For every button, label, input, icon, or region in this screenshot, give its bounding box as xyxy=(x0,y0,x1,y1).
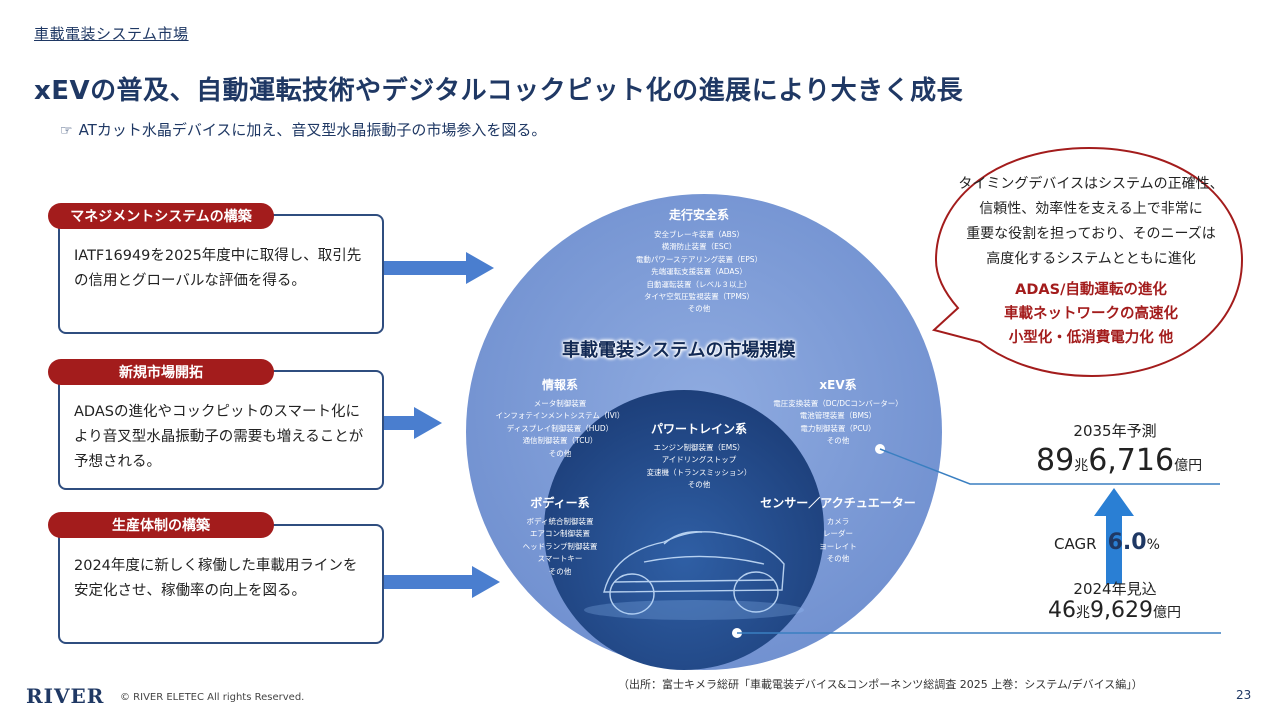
market-circle-diagram xyxy=(466,194,942,670)
info-item: ディスプレイ制御装置（HUD） xyxy=(506,423,614,433)
speech-bubble xyxy=(931,146,1244,378)
bubble-description: タイミングデバイスはシステムの正確性、 信頼性、効率性を支える上で非常に 重要な… xyxy=(948,172,1234,272)
arrow-right-icon xyxy=(384,407,442,439)
safety-title: 走行安全系 xyxy=(668,208,729,222)
xev-item: その他 xyxy=(826,436,850,446)
estimate-trillion-unit: 兆 xyxy=(1076,605,1090,621)
production-box: 2024年度に新しく稼働した車載用ラインを安定化させ、稼働率の向上を図る。 xyxy=(58,524,384,644)
sensor-title: センサー／アクチュエーター xyxy=(760,496,916,510)
bubble-line: 高度化するシステムとともに進化 xyxy=(986,251,1196,267)
connector-lines xyxy=(737,632,1221,634)
powertrain-title: パワートレイン系 xyxy=(650,422,747,436)
page-title: xEVの普及、自動運転技術やデジタルコックピット化の進展により大きく成長 xyxy=(34,76,964,106)
cagr-unit: % xyxy=(1146,537,1160,553)
body-item: ヘッドランプ制御装置 xyxy=(522,541,598,551)
production-text: 2024年度に新しく稼働した車載用ラインを安定化させ、稼働率の向上を図る。 xyxy=(74,558,358,599)
pointing-hand-icon: ☞ xyxy=(60,123,73,139)
safety-item: その他 xyxy=(687,304,711,314)
growth-arrow-icon xyxy=(1094,488,1134,584)
powertrain-item: その他 xyxy=(687,480,711,490)
body-item: エアコン制御装置 xyxy=(530,529,590,539)
powertrain-group: パワートレイン系 エンジン制御装置（EMS） アイドリングストップ 変速機（トラ… xyxy=(614,420,784,492)
info-item: インフォテインメントシステム（IVI） xyxy=(495,411,625,421)
cagr: CAGR 6.0% xyxy=(1054,530,1160,555)
info-group: 情報系 メータ制御装置 インフォテインメントシステム（IVI） ディスプレイ制御… xyxy=(470,376,650,460)
cagr-value: 6.0 xyxy=(1107,530,1147,555)
xev-item: 電池管理装置（BMS） xyxy=(799,411,877,421)
estimate-value: 46兆9,629億円 xyxy=(1048,598,1181,623)
forecast-label: 2035年予測 xyxy=(1073,422,1157,440)
connector-lines xyxy=(879,448,1220,485)
sensor-item: その他 xyxy=(826,554,850,564)
body-group: ボディー系 ボディ統合制御装置 エアコン制御装置 ヘッドランプ制御装置 スマート… xyxy=(492,494,628,578)
xev-item: 電力制御装置（PCU） xyxy=(800,423,876,433)
forecast-value: 89兆6,716億円 xyxy=(1036,443,1202,478)
forecast-hundred-million: 6,716 xyxy=(1088,443,1175,478)
xev-item: 電圧変換装置（DC/DCコンバーター） xyxy=(773,399,903,408)
new-market-box: ADASの進化やコックピットのスマート化により音叉型水晶振動子の需要も増えること… xyxy=(58,370,384,490)
safety-item: 安全ブレーキ装置（ABS） xyxy=(654,230,744,239)
body-item: その他 xyxy=(548,566,572,576)
body-item: ボディ統合制御装置 xyxy=(526,517,594,526)
bubble-line: 重要な役割を担っており、そのニーズは xyxy=(966,226,1216,242)
info-item: メータ制御装置 xyxy=(533,399,587,408)
xev-title: xEV系 xyxy=(819,378,857,392)
sensor-item: カメラ xyxy=(826,517,850,526)
management-label: マネジメントシステムの構築 xyxy=(48,203,274,229)
source-citation: （出所：富士キメラ総研「車載電装デバイス&コンポーネンツ総調査 2025 上巻：… xyxy=(618,678,1143,691)
management-text: IATF16949を2025年度中に取得し、取引先の信用とグローバルな評価を得る… xyxy=(74,248,362,289)
management-box: IATF16949を2025年度中に取得し、取引先の信用とグローバルな評価を得る… xyxy=(58,214,384,334)
page-number: 23 xyxy=(1236,688,1252,702)
subtitle: ☞ ATカット水晶デバイスに加え、音叉型水晶振動子の市場参入を図る。 xyxy=(60,119,546,140)
safety-item: 電動パワーステアリング装置（EPS） xyxy=(635,254,763,264)
small-circle xyxy=(544,390,824,670)
section-link[interactable]: 車載電装システム市場 xyxy=(34,25,189,43)
powertrain-item: エンジン制御装置（EMS） xyxy=(653,443,745,452)
bubble-line: 信頼性、効率性を支える上で非常に xyxy=(979,201,1203,217)
estimate-trillion: 46 xyxy=(1048,598,1076,623)
safety-group: 走行安全系 安全ブレーキ装置（ABS） 横滑防止装置（ESC） 電動パワーステア… xyxy=(584,206,814,316)
river-logo: RIVER xyxy=(26,684,105,708)
sensor-group: センサー／アクチュエーター カメラ レーダー ヨーレイト その他 xyxy=(748,494,928,566)
safety-item: 自動運転装置（レベル３以上） xyxy=(646,279,752,289)
new-market-label: 新規市場開拓 xyxy=(48,359,274,385)
info-item: 通信制御装置（TCU） xyxy=(522,436,598,446)
estimate-yen-unit: 億円 xyxy=(1152,605,1181,621)
sensor-item: レーダー xyxy=(823,529,853,539)
bubble-line: タイミングデバイスはシステムの正確性、 xyxy=(958,176,1224,192)
forecast-trillion-unit: 兆 xyxy=(1074,458,1089,474)
xev-group: xEV系 電圧変換装置（DC/DCコンバーター） 電池管理装置（BMS） 電力制… xyxy=(748,376,928,448)
bubble-highlight: 小型化・低消費電力化 他 xyxy=(1008,330,1174,346)
powertrain-item: アイドリングストップ xyxy=(661,455,737,465)
car-wireframe-illustration xyxy=(603,531,785,615)
body-title: ボディー系 xyxy=(530,496,590,510)
safety-item: タイヤ空気圧監視装置（TPMS） xyxy=(643,292,755,302)
powertrain-item: 変速機（トランスミッション） xyxy=(646,467,752,477)
info-item: その他 xyxy=(548,448,572,458)
body-item: スマートキー xyxy=(537,554,583,564)
production-label: 生産体制の構築 xyxy=(48,512,274,538)
safety-item: 横滑防止装置（ESC） xyxy=(661,242,737,252)
cagr-label: CAGR xyxy=(1054,535,1097,553)
sensor-item: ヨーレイト xyxy=(819,541,857,551)
estimate-hundred-million: 9,629 xyxy=(1090,598,1153,623)
forecast-trillion: 89 xyxy=(1036,443,1075,478)
bubble-highlight: ADAS/自動運転の進化 xyxy=(1015,282,1167,298)
arrow-right-icon xyxy=(384,252,494,284)
new-market-text: ADASの進化やコックピットのスマート化により音叉型水晶振動子の需要も増えること… xyxy=(74,404,364,470)
subtitle-text: ATカット水晶デバイスに加え、音叉型水晶振動子の市場参入を図る。 xyxy=(78,121,547,139)
market-size-title: 車載電装システムの市場規模 xyxy=(562,340,796,361)
info-title: 情報系 xyxy=(541,378,578,392)
arrow-right-icon xyxy=(384,566,500,598)
bubble-highlight: 車載ネットワークの高速化 xyxy=(1004,306,1178,322)
forecast-yen-unit: 億円 xyxy=(1174,458,1203,474)
estimate-label: 2024年見込 xyxy=(1073,580,1157,598)
copyright: © RIVER ELETEC All rights Reserved. xyxy=(120,692,305,703)
safety-item: 先端運転支援装置（ADAS） xyxy=(651,267,747,277)
